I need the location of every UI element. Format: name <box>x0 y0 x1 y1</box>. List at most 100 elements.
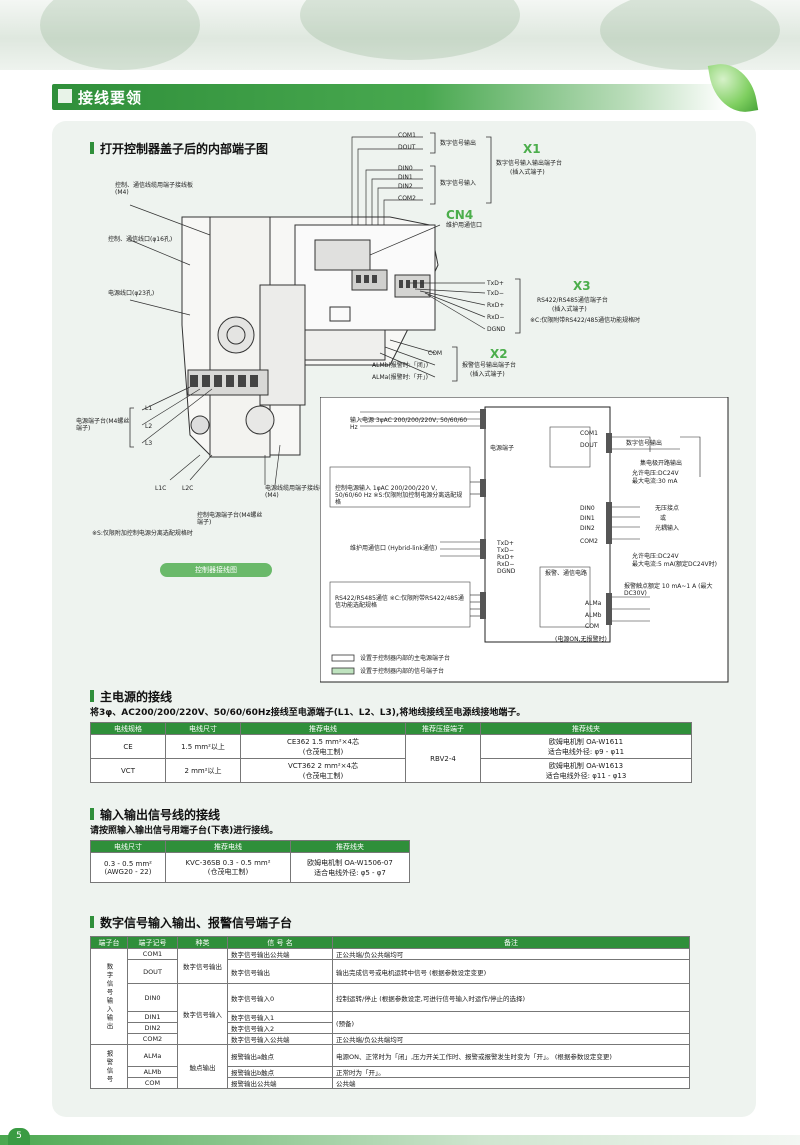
cell-wire-line1: VCT362 2 mm²×4芯 <box>288 761 358 770</box>
cell-note: 正公共端/负公共端均可 <box>332 948 690 960</box>
x2-id: X2 <box>490 347 508 361</box>
pin-l2c: L2C <box>182 485 194 492</box>
col-wire: 推荐电线 <box>165 840 291 853</box>
pin-dgnd: DGND <box>487 326 506 333</box>
table-row: DOUT 数字信号输出 输出完成信号或电机运转中信号 (根据参数设定变更) <box>91 959 690 984</box>
cell-size: 0.3 - 0.5 mm²(AWG20 - 22) <box>90 852 166 883</box>
label-ctrl-power-note: ※S:仅限附加控制电源分离选配规格时 <box>92 530 193 537</box>
col-block: 端子台 <box>90 936 128 949</box>
wiring-digital-out: 数字信号输出 <box>626 440 663 447</box>
x-pin-com1: COM1 <box>580 430 598 437</box>
x-pin-rxd-plus: RxD+ <box>497 554 515 561</box>
cell-group: 数字信号输入输出 <box>90 948 128 1045</box>
x-pin-com: COM <box>585 623 600 630</box>
cell-note: 控制运转/停止 (根据参数设定,可进行信号输入时运作/停止的选择) <box>332 983 690 1012</box>
table-row: DIN0 数字信号输入 数字信号输入0 控制运转/停止 (根据参数设定,可进行信… <box>91 983 690 1045</box>
wiring-ctrl-power: 控制电源输入 1φAC 200/200/220 V, 50/60/60 Hz ※… <box>335 485 463 506</box>
table-row: COM 报警输出公共端 公共端 <box>91 1077 690 1089</box>
x3-id: X3 <box>573 279 591 293</box>
x1-desc2: (插入式端子) <box>510 169 545 176</box>
col-signal: 信 号 名 <box>227 936 333 949</box>
cell-signal: 数字信号输入2 <box>227 1022 333 1034</box>
pin-l1c: L1C <box>155 485 167 492</box>
pin-com2: COM2 <box>398 195 416 202</box>
wiring-comm: 维护用通信口 (Hybrid-link通信) <box>350 545 438 552</box>
legend-1: 设置于控制器内部的主电源端子台 <box>360 655 451 662</box>
cell-signal: 数字信号输出 <box>227 959 333 984</box>
x-pin-alma: ALMa <box>585 600 602 607</box>
x-pin-almb: ALMb <box>585 612 602 619</box>
col-terminal: 推荐压接端子 <box>405 722 481 735</box>
wiring-note-5: 报警触点额定 10 mA~1 A (最大DC30V) <box>624 583 713 597</box>
table-header-row: 电线尺寸 推荐电线 推荐线夹 <box>90 840 410 853</box>
cell-type: 数字信号输出 <box>177 948 228 984</box>
wiring-schematic <box>320 397 729 683</box>
cell-symbol: ALMb <box>127 1066 178 1078</box>
cn4-desc: 维护用通信口 <box>446 222 483 229</box>
cell-symbol: DOUT <box>127 959 178 984</box>
col-size: 电线尺寸 <box>165 722 241 735</box>
cell-group: 报警信号 <box>90 1044 128 1089</box>
pin-rxd-plus: RxD+ <box>487 302 505 309</box>
x-pin-dgnd: DGND <box>497 568 516 575</box>
cell-wire-line2: (仓茂电工制) <box>302 747 344 756</box>
wiring-power-block: 电源端子 <box>490 445 515 452</box>
x-pin-din1: DIN1 <box>580 515 595 522</box>
pin-txd-minus: TxD− <box>487 290 504 297</box>
x1-id: X1 <box>523 142 541 156</box>
cell-clamp-line1: 欧姆电机制 OA-W1506-07 <box>307 858 393 867</box>
wiring-alarm-block: 报警、通信电路 <box>545 570 588 577</box>
cell-size-line1: 0.3 - 0.5 mm² <box>104 859 152 868</box>
col-clamp: 推荐线夹 <box>290 840 410 853</box>
wiring-note-3: 允许电压:DC24V <box>632 553 679 560</box>
cell-clamp-line2: 适合电线外径: φ5 - φ7 <box>314 868 386 877</box>
cell-size: 2 mm²以上 <box>165 758 241 783</box>
cell-signal: 数字信号输出公共端 <box>227 948 333 960</box>
cell-type: 触点输出 <box>177 1044 228 1089</box>
cell-signal: 报警输出a触点 <box>227 1044 333 1067</box>
cell-note: 正公共端/负公共端均可 <box>332 1033 690 1045</box>
x1-in-label: 数字信号输入 <box>440 180 477 187</box>
x-pin-rxd-minus: RxD− <box>497 561 515 568</box>
x-pin-dout: DOUT <box>580 442 598 449</box>
io-table: 电线尺寸 推荐电线 推荐线夹 0.3 - 0.5 mm²(AWG20 - 22)… <box>90 840 410 883</box>
cell-note: 公共端 <box>332 1077 690 1089</box>
leader-lines <box>129 136 486 486</box>
cell-wire: CE362 1.5 mm²×4芯(仓茂电工制) <box>240 734 406 759</box>
terminal-heading: 数字信号输入输出、报警信号端子台 <box>90 914 292 931</box>
wiring-bottom-note: (电源ON,无报警时) <box>555 636 607 643</box>
cell-signal: 数字信号输入1 <box>227 1011 333 1023</box>
x1-out-label: 数字信号输出 <box>440 140 477 147</box>
cell-signal: 报警输出公共端 <box>227 1077 333 1089</box>
terminal-block-marks <box>190 275 424 387</box>
col-type: 种类 <box>177 936 228 949</box>
terminal-table: 端子台 端子记号 种类 信 号 名 备注 数字信号输入输出 COM1 数字信号输… <box>90 936 690 1089</box>
pin-l1: L1 <box>145 405 153 412</box>
x3-desc2: (插入式端子) <box>552 306 587 313</box>
cn4-id: CN4 <box>446 208 474 222</box>
col-spec: 电线规格 <box>90 722 166 735</box>
label-power-cable-port: 电源线口(φ23孔) <box>108 290 155 297</box>
power-table: 电线规格 电线尺寸 推荐电线 推荐压接端子 推荐线夹 CE 1.5 mm²以上 … <box>90 722 692 783</box>
cell-symbol: DIN1 <box>127 1011 178 1023</box>
wiring-note-4: 最大电流:5 mA(额定DC24V时) <box>632 561 717 568</box>
page-number: 5 <box>8 1128 30 1145</box>
cell-symbol: COM1 <box>127 948 178 960</box>
cell-note: (预备) <box>332 1011 690 1034</box>
x2-desc2: (插入式端子) <box>470 371 505 378</box>
cell-clamp-line1: 欧姆电机制 OA-W1611 <box>548 737 624 746</box>
footer-band <box>0 1135 800 1145</box>
pin-din1: DIN1 <box>398 174 413 181</box>
section-title-band: 接线要领 <box>52 84 728 110</box>
table-header-row: 端子台 端子记号 种类 信 号 名 备注 <box>90 936 690 949</box>
power-desc: 将3φ、AC200/200/220V、50/60/60Hz接线至电源端子(L1、… <box>90 708 526 718</box>
cell-symbol: ALMa <box>127 1044 178 1067</box>
table-row: DIN1 数字信号输入1 (预备) <box>91 1011 690 1034</box>
cell-symbol: COM2 <box>127 1033 178 1045</box>
pin-com: COM <box>428 350 443 357</box>
cell-signal: 数字信号输入公共端 <box>227 1033 333 1045</box>
cell-wire-line2: (仓茂电工制) <box>302 771 344 780</box>
pin-almb: ALMb(报警时:「闭」) <box>372 362 429 369</box>
